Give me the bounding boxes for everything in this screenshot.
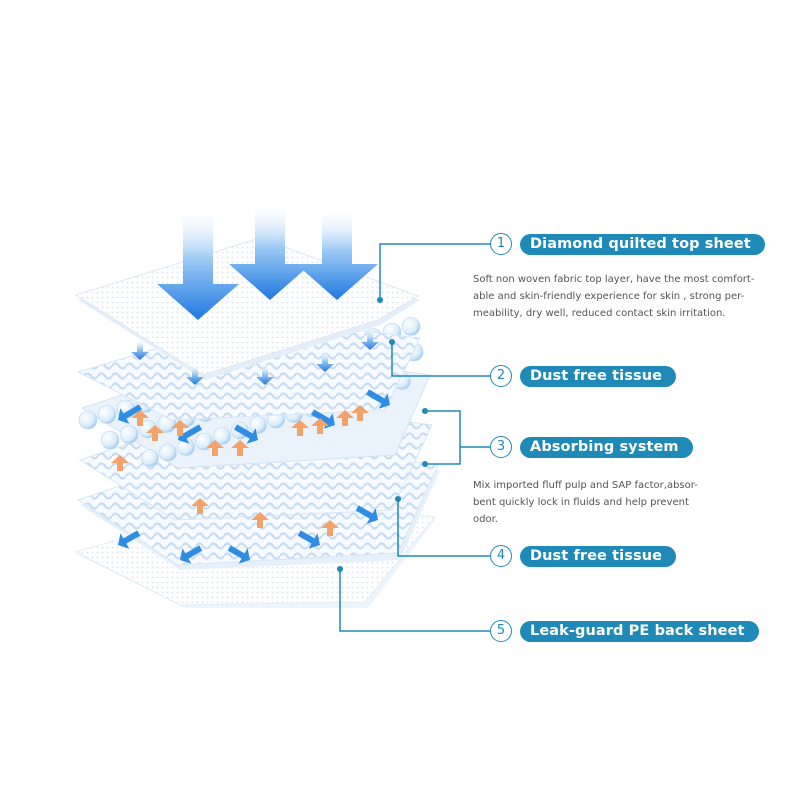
callout-top-sheet: 1 Diamond quilted top sheet [490,233,765,255]
top-sheet-description: Soft non woven fabric top layer, have th… [473,271,754,322]
callout-label: Absorbing system [520,437,693,458]
sap-granule [250,417,267,434]
callout-label: Dust free tissue [520,366,676,387]
absorbing-system-description: Mix imported fluff pulp and SAP factor,a… [473,477,698,528]
callout-label: Diamond quilted top sheet [520,234,765,255]
callout-label: Dust free tissue [520,546,676,567]
callout-dust-free-tissue-lower: 4 Dust free tissue [490,545,676,567]
callout-number: 3 [490,436,512,458]
sap-granule [101,431,119,449]
sap-granule [79,411,97,429]
callout-number: 1 [490,233,512,255]
description-line: Mix imported fluff pulp and SAP factor,a… [473,477,698,494]
description-line: meability, dry well, reduced contact ski… [473,305,754,322]
callout-back-sheet: 5 Leak-guard PE back sheet [490,620,759,642]
callout-absorbing-system: 3 Absorbing system [490,436,693,458]
sap-granule [120,426,138,444]
sap-granule [98,406,116,424]
sap-granule [142,450,159,467]
description-line: able and skin-friendly experience for sk… [473,288,754,305]
callout-number: 5 [490,620,512,642]
description-line: Soft non woven fabric top layer, have th… [473,271,754,288]
callout-label: Leak-guard PE back sheet [520,621,759,642]
description-line: bent quickly lock in fluids and help pre… [473,494,698,511]
sap-granule [160,444,177,461]
callout-dust-free-tissue-upper: 2 Dust free tissue [490,365,676,387]
description-line: odor. [473,511,698,528]
callout-number: 4 [490,545,512,567]
callout-number: 2 [490,365,512,387]
sap-granule [402,318,420,336]
